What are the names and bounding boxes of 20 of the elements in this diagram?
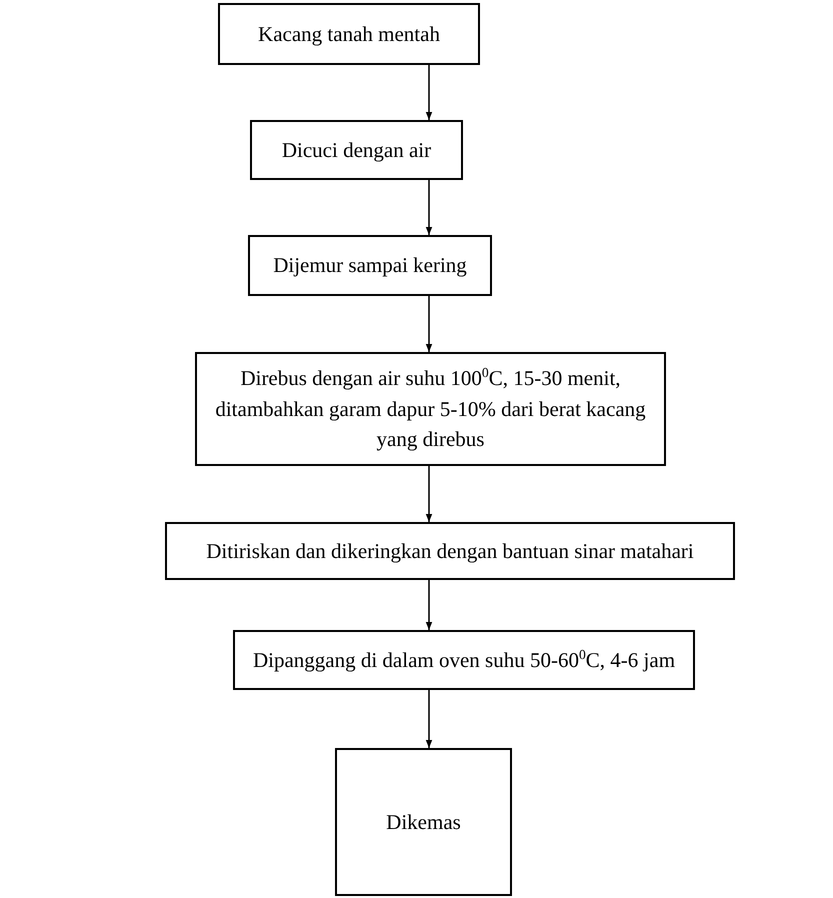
arrow — [426, 180, 432, 235]
step-text: Dipanggang di dalam oven suhu 50-60$^{0}$C, 4-6 jam — [252, 646, 676, 674]
process-box — [218, 3, 480, 65]
step-text: Direbus dengan air suhu 100$^{0}$C, 15-30 menit, ditambahkan garam dapur 5-10% dari berat kacang yang direbus — [214, 364, 647, 454]
process-box — [165, 522, 735, 580]
process-box — [195, 352, 666, 466]
arrow — [426, 466, 432, 522]
step-text: Ditiriskan dan dikeringkan dengan bantuan sinar matahari — [206, 538, 694, 565]
process-box — [335, 748, 512, 896]
process-box — [248, 235, 492, 296]
process-box — [250, 120, 463, 180]
step-text: Kacang tanah mentah — [258, 20, 440, 48]
arrow — [426, 65, 432, 120]
process-box — [233, 630, 695, 690]
arrow — [426, 690, 432, 748]
arrow — [426, 580, 432, 630]
step-text: Dicuci dengan air — [282, 136, 432, 164]
step-text: Dijemur sampai kering — [273, 252, 467, 280]
step-text: Dikemas — [386, 808, 461, 836]
arrow — [426, 296, 432, 352]
